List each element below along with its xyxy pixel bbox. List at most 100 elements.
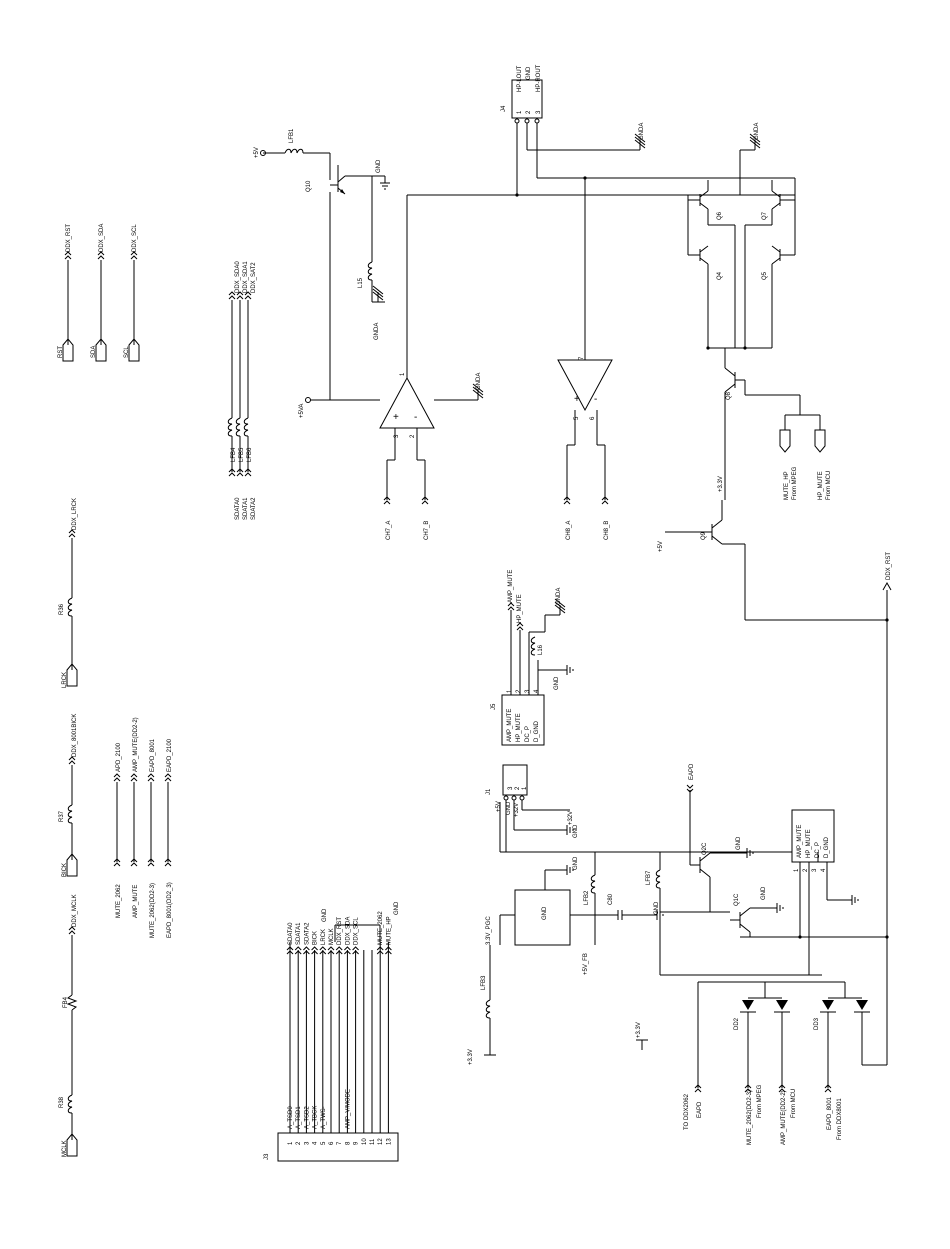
pin-label: D_GND xyxy=(534,720,540,742)
pin-number: 1 xyxy=(794,868,800,872)
ref-label: DD3 xyxy=(814,1017,820,1030)
ref-label: Q1C xyxy=(734,893,740,906)
pin-label: A_TSD1- xyxy=(296,1104,302,1129)
net-label: MUTE_2062 xyxy=(116,884,122,918)
mute-apd-nets: APD_2100 MUTE_2062 AMP_MUTE(DD2-2) AMP_M… xyxy=(113,717,173,938)
gnd-label: GND xyxy=(542,906,548,920)
pin-number: 7 xyxy=(337,1141,343,1145)
gnd-label: GND xyxy=(573,824,579,838)
gnd-label: GNDA xyxy=(476,373,482,390)
gnd-label: GNDA xyxy=(556,588,562,605)
pin-number: 10 xyxy=(362,1138,368,1145)
net-label: DDX_SDA xyxy=(99,224,105,252)
pin-label: AMP_V/MODE xyxy=(345,1089,351,1129)
net-arrow xyxy=(385,946,392,955)
gnd-label: GND xyxy=(573,856,579,870)
net-rst: DDX_RST RST xyxy=(58,224,74,362)
net-label: SCL xyxy=(124,346,130,358)
pin-number: 3 xyxy=(536,110,542,114)
net-label: DDX_8001BICK xyxy=(72,714,78,757)
pin-number: 1 xyxy=(507,689,513,693)
net-label: CH8_A xyxy=(566,521,572,540)
pin-number: 3 xyxy=(304,1141,310,1145)
net-label: From MPEG xyxy=(792,466,798,500)
pin-number: 2 xyxy=(296,1141,302,1145)
net-label: DDX_LRCK xyxy=(72,498,78,530)
net-label: DDX_SDA xyxy=(345,917,351,945)
net-label: DDX_SCL xyxy=(132,224,138,252)
net-arrow xyxy=(286,946,294,955)
net-label: TO DDX2062 xyxy=(684,1093,690,1130)
supply-label: +32V xyxy=(568,811,574,825)
net-label: +5V_FB xyxy=(583,953,589,975)
ref-label: Q7 xyxy=(762,211,768,220)
pin-number: 2 xyxy=(803,868,809,872)
pin-number: 5 xyxy=(321,1141,327,1145)
net-label: DDX_RST xyxy=(886,552,892,580)
pin-label: AMP_MUTE xyxy=(507,709,513,742)
j4-headphone-connector: J4 HP-LOUT GND HP-ROUT 1 2 3 GNDA GNDA xyxy=(407,64,795,197)
pin-label: D_GND xyxy=(824,836,830,858)
ref-label: L15 xyxy=(358,277,364,288)
pin-number: 12 xyxy=(378,1138,384,1145)
net-label: EAPD_2100 xyxy=(167,738,173,772)
pin-label: A_TWS- xyxy=(321,1106,327,1129)
net-label: AMP_MUTE xyxy=(508,570,514,603)
pin-number: 3 xyxy=(508,786,514,790)
net-arrow xyxy=(376,946,384,955)
net-label: SDATA1 xyxy=(296,922,302,945)
net-label: SDATA1 xyxy=(243,497,249,520)
ref-label: R36 xyxy=(59,603,65,615)
gnd-label: GND xyxy=(376,159,382,173)
pin-number: 2 xyxy=(516,689,522,693)
net-label: EAPD_8001 xyxy=(827,1096,833,1130)
pin-number: 5 xyxy=(574,416,580,420)
net-label: MUTE_2062(DD2-3) xyxy=(747,1090,753,1145)
ref-label: Q10 xyxy=(306,180,312,192)
net-label: AMP_MUTE(DD2-2) xyxy=(781,1090,787,1145)
net-label: SDA xyxy=(91,346,97,358)
net-label: BICK xyxy=(313,931,319,945)
ref-label: FB4 xyxy=(63,996,69,1008)
gnd-label: GND xyxy=(394,901,400,915)
minus-sign: - xyxy=(414,412,417,423)
mute-transistor-array: Q6 Q7 Q4 Q5 Q8 +3.3V MUTE_HP From MPEG H… xyxy=(687,178,832,500)
net-label: AMP_MUTE xyxy=(133,885,139,918)
pin-label: HP-LOUT xyxy=(517,65,523,92)
regulator-section: GND GND LFB2 C80 GND LFB7 3.3V_PGC +5V_F… xyxy=(468,852,822,1065)
net-arrow xyxy=(303,946,310,955)
pin-label: AMP_MUTE xyxy=(797,825,803,858)
pin-label: HP-ROUT xyxy=(536,64,542,92)
pin-number: 6 xyxy=(590,416,596,420)
opamp-ch7: 1 + - 3 2 CH7_A CH7_B GNDA xyxy=(379,195,484,540)
ref-label: J5 xyxy=(491,703,497,710)
net-label: MUTE_HP xyxy=(386,916,392,945)
ref-label: DD2 xyxy=(734,1017,740,1030)
ref-label: C80 xyxy=(608,893,614,905)
net-label: MCLK xyxy=(62,1140,68,1157)
supply-label: +3.3V xyxy=(468,1049,474,1065)
pin-label: DC_P xyxy=(815,842,821,858)
opamp-ch8: 7 + - 5 6 CH8_A CH8_B xyxy=(557,178,613,540)
j5-connector: J5 AMP_MUTE HP_MUTE L16 GNDA GND AMP_MUT… xyxy=(491,570,574,746)
pin-number: 4 xyxy=(821,868,827,872)
ref-label: R38 xyxy=(59,1096,65,1108)
pin-number: 13 xyxy=(386,1138,392,1145)
ref-label: Q5 xyxy=(762,271,768,280)
pin-number: 3 xyxy=(394,434,400,438)
net-label: LRCK xyxy=(321,929,327,945)
net-mclk: DDX_MCLK FB4 R38 MCLK xyxy=(59,894,78,1157)
pin-number: 2 xyxy=(410,434,416,438)
net-label: SDATA0 xyxy=(288,922,294,945)
ref-label: J3 xyxy=(264,1153,270,1160)
net-label: DDX_SDA1 xyxy=(243,261,249,293)
plus-sign: + xyxy=(393,412,399,423)
gnd-label: GND xyxy=(554,676,560,690)
net-label: From MCU xyxy=(791,1089,797,1118)
net-label: CH8_B xyxy=(604,521,610,540)
ref-label: Q4 xyxy=(717,271,723,280)
pin-number: 3 xyxy=(525,689,531,693)
q9-ddx-reset: Q9 +5V DDX_RST xyxy=(658,500,892,1065)
diode-glyph xyxy=(740,1000,870,1013)
